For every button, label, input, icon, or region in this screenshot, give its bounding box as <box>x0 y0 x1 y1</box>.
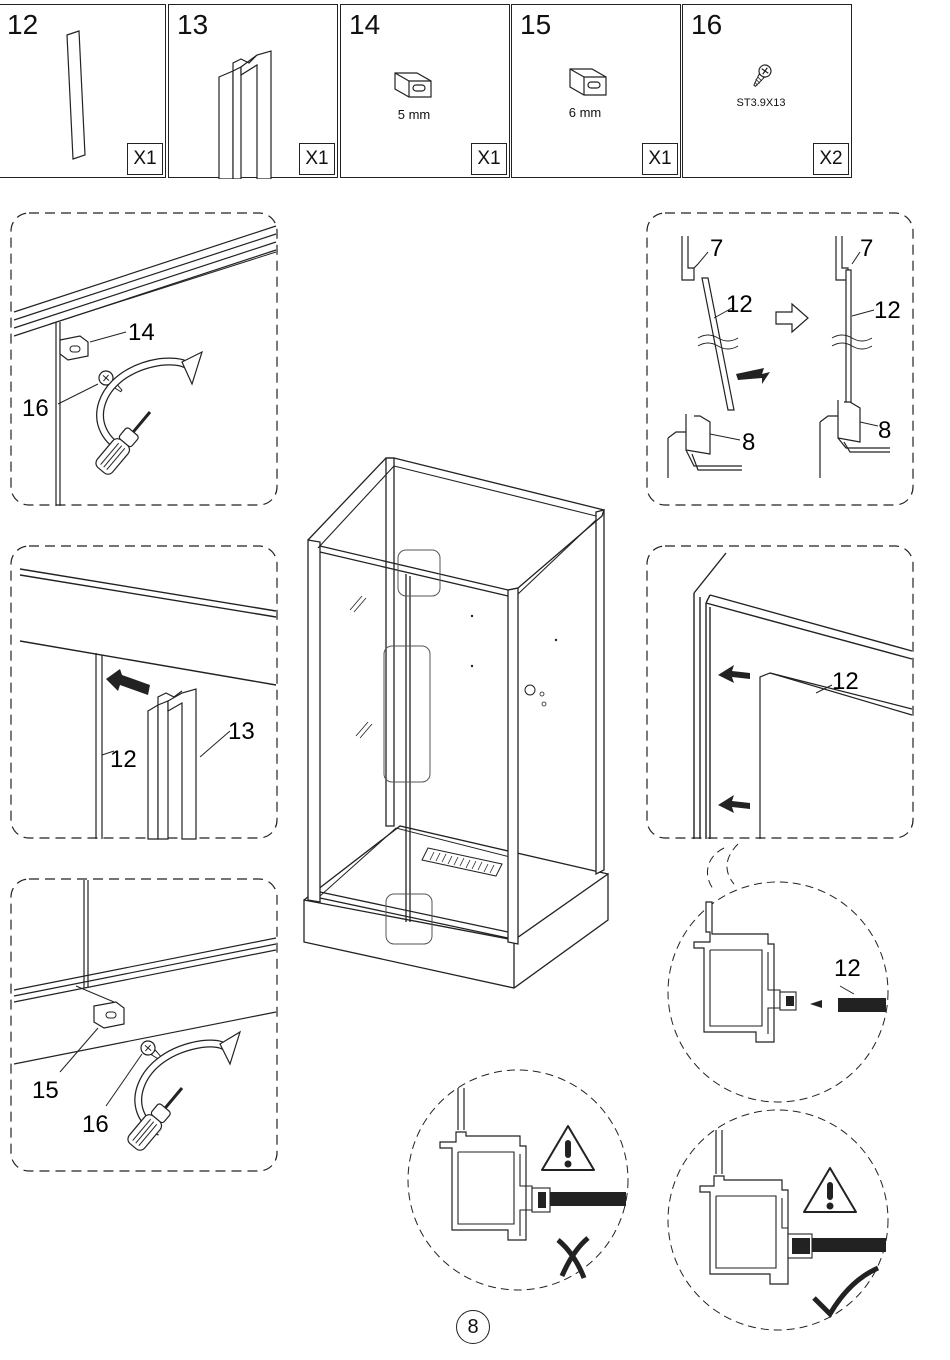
part-box-15: 15 6 mm X1 <box>511 4 681 178</box>
section-detail-wrong <box>404 1064 632 1296</box>
detail-panel-bracket-14: 14 16 <box>10 212 278 508</box>
arrow-icon <box>718 795 750 813</box>
callout-7: 7 <box>710 235 723 262</box>
callout-12: 12 <box>834 955 861 982</box>
section-detail-circle: 12 <box>664 838 894 1104</box>
callout-12: 12 <box>832 668 859 695</box>
part-quantity: X1 <box>299 143 335 175</box>
callout-16: 16 <box>22 395 49 422</box>
part-box-14: 14 5 mm X1 <box>340 4 510 178</box>
part-box-16: 16 ST3.9X13 X2 <box>682 4 852 178</box>
detail-panel-bracket-15: 15 16 <box>10 878 278 1174</box>
section-detail-correct <box>664 1100 894 1340</box>
part-quantity: X1 <box>471 143 507 175</box>
callout-7-b: 7 <box>860 235 873 262</box>
rotate-arrow-icon <box>100 361 192 452</box>
detail-panel-glass-frame: 12 <box>646 545 914 841</box>
detail-panel-profile-13: 12 13 <box>10 545 278 841</box>
callout-8: 8 <box>742 429 755 456</box>
callout-12: 12 <box>726 291 753 318</box>
parts-list: 12 X1 13 X1 14 5 mm X1 15 <box>0 4 852 180</box>
callout-12-b: 12 <box>874 297 901 324</box>
part-quantity: X1 <box>127 143 163 175</box>
part-spec: ST3.9X13 <box>723 97 799 109</box>
page-number: 8 <box>456 1310 490 1344</box>
shower-cabin-illustration <box>290 450 620 998</box>
callout-14: 14 <box>128 319 155 346</box>
arrow-icon <box>736 368 770 384</box>
part-spec: 5 mm <box>385 107 443 122</box>
callout-15: 15 <box>32 1077 59 1104</box>
arrow-icon <box>106 669 150 695</box>
arrow-icon <box>718 665 750 683</box>
part-quantity: X2 <box>813 143 849 175</box>
callout-12: 12 <box>110 746 137 773</box>
part-box-13: 13 X1 <box>168 4 338 178</box>
part-box-12: 12 X1 <box>0 4 166 178</box>
part-quantity: X1 <box>642 143 678 175</box>
page-number-text: 8 <box>467 1316 478 1338</box>
callout-16: 16 <box>82 1111 109 1138</box>
callout-13: 13 <box>228 718 255 745</box>
next-step-arrow-icon <box>776 304 808 332</box>
detail-panel-glass-insert: 7 12 8 7 12 8 <box>646 212 914 508</box>
part-spec: 6 mm <box>556 105 614 120</box>
callout-8-b: 8 <box>878 417 891 444</box>
